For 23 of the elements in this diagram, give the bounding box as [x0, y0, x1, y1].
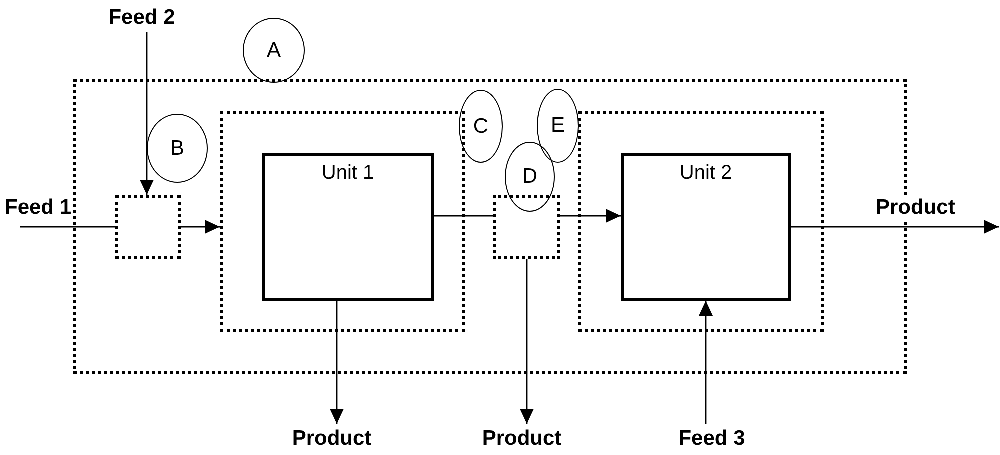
- stream-label: Feed 3: [652, 424, 772, 454]
- arrow: [560, 209, 621, 223]
- label-circle: D: [505, 142, 555, 212]
- arrow: [791, 220, 999, 234]
- boundary-box: [220, 111, 465, 332]
- arrow: [181, 220, 220, 234]
- label-circle: E: [537, 89, 579, 163]
- arrow: [330, 301, 344, 424]
- stream-label: Product: [272, 424, 392, 454]
- boundary-box: [493, 195, 560, 259]
- unit-box: Unit 1: [262, 153, 434, 301]
- stream-label: Product: [462, 424, 582, 454]
- boundary-box: [578, 111, 824, 332]
- label-circle: A: [243, 18, 305, 83]
- arrow: [140, 32, 154, 195]
- edge-label: Product: [876, 196, 956, 220]
- boundary-box: [115, 195, 181, 259]
- arrow: [520, 259, 534, 424]
- stream-label: Feed 2: [92, 4, 192, 32]
- unit-box: Unit 2: [621, 153, 791, 301]
- arrow: [699, 301, 713, 424]
- label-circle: C: [459, 90, 503, 163]
- label-circle: B: [147, 114, 208, 183]
